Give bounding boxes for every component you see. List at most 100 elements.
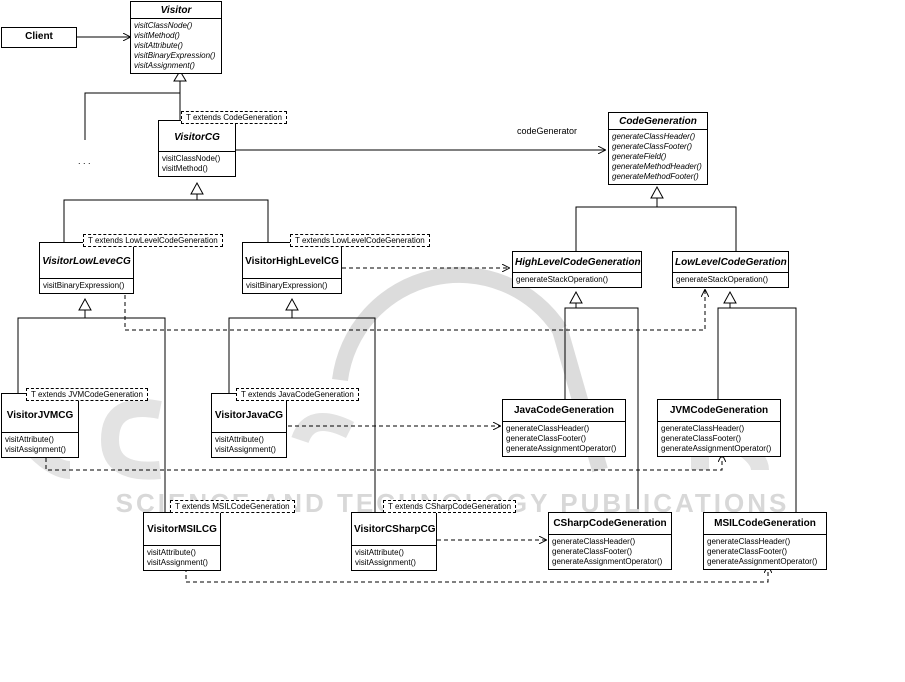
operation: generateClassHeader() — [707, 537, 791, 546]
operations: generateStackOperation() — [673, 272, 788, 287]
visitormsil-uses-msilcg — [185, 566, 768, 583]
class-name: VisitorLowLeveCG — [42, 256, 131, 267]
operations: visitClassNode() visitMethod() visitAttr… — [131, 18, 221, 73]
template-parameter: T extends JVMCodeGeneration — [26, 388, 148, 401]
client-box[interactable]: Client — [1, 27, 77, 48]
operation: visitAssignment() — [147, 558, 208, 567]
class-visitorcg[interactable]: VisitorCG visitClassNode() visitMethod() — [158, 120, 236, 177]
class-name: CSharpCodeGeneration — [553, 518, 667, 529]
template-parameter: T extends CodeGeneration — [181, 111, 287, 124]
class-visitorlowlevecg[interactable]: VisitorLowLeveCG visitBinaryExpression() — [39, 242, 134, 294]
operation: generateClassHeader() — [612, 132, 696, 141]
operations: visitBinaryExpression() — [40, 278, 133, 293]
class-name: VisitorJavaCG — [214, 410, 284, 421]
class-visitor[interactable]: Visitor visitClassNode() visitMethod() v… — [130, 1, 222, 74]
class-codegeneration[interactable]: CodeGeneration generateClassHeader() gen… — [608, 112, 708, 185]
operation: visitAttribute() — [5, 435, 54, 444]
class-name: Visitor — [160, 5, 192, 16]
operation: generateField() — [612, 152, 667, 161]
operation: visitAttribute() — [355, 548, 404, 557]
operation: generateClassFooter() — [661, 434, 742, 443]
template-parameter: T extends JavaCodeGeneration — [236, 388, 359, 401]
visitorjvm-uses-jvmcg — [45, 455, 722, 471]
operation: visitClassNode() — [162, 154, 221, 163]
operations: generateClassHeader() generateClassFoote… — [503, 421, 625, 456]
operation: visitAttribute() — [147, 548, 196, 557]
operations: visitAttribute() visitAssignment() — [352, 545, 436, 570]
class-lowlevelcodegeration[interactable]: LowLevelCodeGeration generateStackOperat… — [672, 251, 789, 288]
operations: visitAttribute() visitAssignment() — [2, 432, 78, 457]
class-name: LowLevelCodeGeration — [675, 257, 787, 268]
operation: generateStackOperation() — [516, 275, 609, 284]
class-csharpcodegeneration[interactable]: CSharpCodeGeneration generateClassHeader… — [548, 512, 672, 570]
class-visitorjavacg[interactable]: VisitorJavaCG visitAttribute() visitAssi… — [211, 393, 287, 458]
class-name: JavaCodeGeneration — [513, 405, 615, 416]
class-name: JVMCodeGeneration — [669, 405, 769, 416]
operation: visitClassNode() — [134, 21, 193, 30]
class-name: VisitorHighLevelCG — [245, 256, 339, 267]
association-label: codeGenerator — [517, 126, 578, 136]
operations: generateClassHeader() generateClassFoote… — [658, 421, 780, 456]
operation: generateClassFooter() — [506, 434, 587, 443]
operations: visitAttribute() visitAssignment() — [144, 545, 220, 570]
operations: visitBinaryExpression() — [243, 278, 341, 293]
operation: visitBinaryExpression() — [43, 281, 125, 290]
operations: generateStackOperation() — [513, 272, 641, 287]
operation: visitMethod() — [134, 31, 180, 40]
operation: visitBinaryExpression() — [134, 51, 216, 60]
class-name: MSILCodeGeneration — [714, 518, 816, 529]
template-parameter: T extends MSILCodeGeneration — [170, 500, 295, 513]
operations: generateClassHeader() generateClassFoote… — [609, 129, 707, 184]
operation: generateStackOperation() — [676, 275, 769, 284]
class-name: HighLevelCodeGeneration — [515, 257, 641, 268]
operation: generateClassHeader() — [506, 424, 590, 433]
class-name: VisitorCG — [174, 132, 220, 143]
operation: visitMethod() — [162, 164, 208, 173]
operation: generateClassHeader() — [552, 537, 636, 546]
operation: generateClassHeader() — [661, 424, 745, 433]
class-name: VisitorMSILCG — [147, 524, 217, 535]
class-javacodegeneration[interactable]: JavaCodeGeneration generateClassHeader()… — [502, 399, 626, 457]
template-parameter: T extends LowLevelCodeGeneration — [290, 234, 430, 247]
operation: generateClassFooter() — [707, 547, 788, 556]
operation: visitAttribute() — [215, 435, 264, 444]
operation: generateAssignmentOperator() — [552, 557, 663, 566]
operations: generateClassHeader() generateClassFoote… — [704, 534, 826, 569]
class-visitorhighlevelcg[interactable]: VisitorHighLevelCG visitBinaryExpression… — [242, 242, 342, 294]
client-label: Client — [25, 31, 53, 42]
operation: visitBinaryExpression() — [246, 281, 328, 290]
class-jvmcodegeneration[interactable]: JVMCodeGeneration generateClassHeader() … — [657, 399, 781, 457]
class-visitorjvmcg[interactable]: VisitorJVMCG visitAttribute() visitAssig… — [1, 393, 79, 458]
operations: generateClassHeader() generateClassFoote… — [549, 534, 671, 569]
template-parameter: T extends LowLevelCodeGeneration — [83, 234, 223, 247]
operation: visitAssignment() — [355, 558, 416, 567]
operation: generateMethodHeader() — [612, 162, 702, 171]
operation: generateClassFooter() — [552, 547, 633, 556]
ellipsis: . . . — [78, 156, 91, 166]
operation: visitAssignment() — [215, 445, 276, 454]
class-visitormsilcg[interactable]: VisitorMSILCG visitAttribute() visitAssi… — [143, 512, 221, 571]
operations: visitClassNode() visitMethod() — [159, 151, 235, 176]
operations: visitAttribute() visitAssignment() — [212, 432, 286, 457]
operation: generateAssignmentOperator() — [506, 444, 617, 453]
class-name: CodeGeneration — [619, 116, 697, 127]
operation: generateMethodFooter() — [612, 172, 699, 181]
operation: generateAssignmentOperator() — [661, 444, 772, 453]
template-parameter: T extends CSharpCodeGeneration — [383, 500, 517, 513]
class-name: VisitorCSharpCG — [354, 524, 436, 535]
operation: generateClassFooter() — [612, 142, 693, 151]
sub-visitors-extend-visitorcg — [63, 199, 269, 242]
class-msilcodegeneration[interactable]: MSILCodeGeneration generateClassHeader()… — [703, 512, 827, 570]
operation: generateAssignmentOperator() — [707, 557, 818, 566]
operation: visitAssignment() — [134, 61, 195, 70]
operation: visitAttribute() — [134, 41, 183, 50]
visitorlow-uses-lowlevel — [124, 288, 705, 331]
class-name: VisitorJVMCG — [6, 410, 74, 421]
visitorcg-extends-visitor — [84, 92, 181, 140]
operation: visitAssignment() — [5, 445, 66, 454]
levels-extend-codegeneration — [575, 206, 737, 251]
class-visitorcsharpcg[interactable]: VisitorCSharpCG visitAttribute() visitAs… — [351, 512, 437, 571]
class-highlevelcodegeneration[interactable]: HighLevelCodeGeneration generateStackOpe… — [512, 251, 642, 288]
